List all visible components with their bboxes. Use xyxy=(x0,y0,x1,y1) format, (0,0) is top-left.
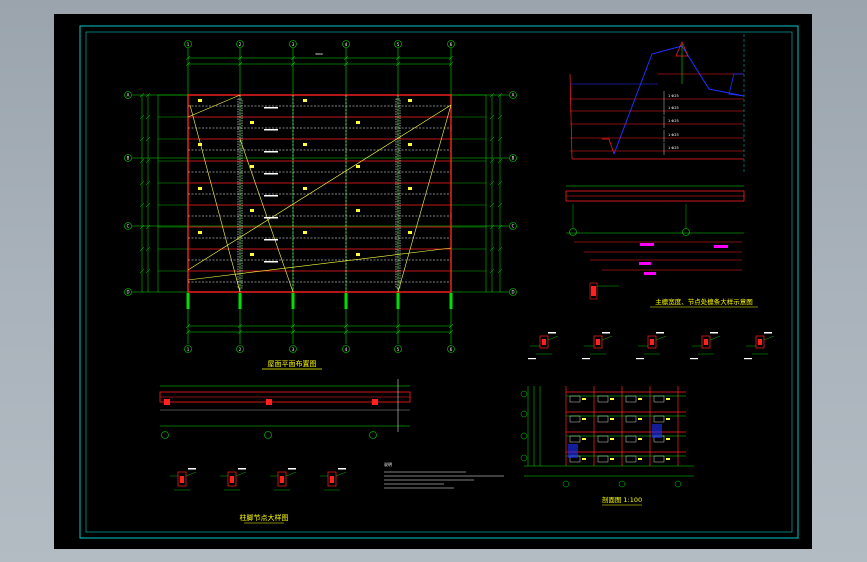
axis-bubble-row-left xyxy=(124,288,132,296)
axis-bubble-col-bottom xyxy=(342,345,350,353)
axis-label-row: C xyxy=(512,224,515,229)
axis-label-row: B xyxy=(127,156,130,161)
level-label: 1 Φ25 xyxy=(668,133,679,137)
axis-label-row: B xyxy=(512,156,515,161)
detail-title: 主檩宽度、节点处檩条大样示意图 xyxy=(655,297,753,306)
section-title: 剖面图 1:100 xyxy=(602,495,642,504)
bracing-line xyxy=(189,104,241,293)
axis-label-col: 2 xyxy=(239,42,242,47)
axis-label-col: 3 xyxy=(292,347,295,352)
axis-label-col: 5 xyxy=(397,42,400,47)
axis-bubble-row-right xyxy=(509,288,517,296)
axis-label-col: 4 xyxy=(345,347,348,352)
axis-label-col: 6 xyxy=(450,42,453,47)
axis-bubble-row-left xyxy=(124,222,132,230)
level-label: 1 Φ25 xyxy=(668,106,679,110)
notes-block: 说明 xyxy=(384,461,504,489)
axis-bubble-row-left xyxy=(124,154,132,162)
axis-bubble-col-top xyxy=(342,40,350,48)
axis-bubble-row-right xyxy=(509,222,517,230)
axis-bubble-col-bottom xyxy=(289,345,297,353)
level-label: 1 Φ25 xyxy=(668,119,679,123)
axis-bubble-row-left xyxy=(124,91,132,99)
axis-bubble-row-right xyxy=(509,91,517,99)
axis-bubble-col-bottom xyxy=(236,345,244,353)
bracing-line xyxy=(239,138,294,293)
inner-frame xyxy=(85,31,793,533)
bracing-line xyxy=(187,247,452,281)
outer-frame xyxy=(79,25,799,539)
axis-label-row: D xyxy=(511,290,514,295)
axis-bubble-col-bottom xyxy=(184,345,192,353)
axis-label-row: D xyxy=(126,290,129,295)
axis-bubble-col-top xyxy=(447,40,455,48)
axis-bubble-col-top xyxy=(184,40,192,48)
axis-label-row: A xyxy=(127,93,130,98)
bracing-line xyxy=(187,104,452,271)
level-label: 1 Φ25 xyxy=(668,94,679,98)
axis-label-col: 4 xyxy=(345,42,348,47)
column-section-details xyxy=(170,468,347,491)
axis-label-col: 5 xyxy=(397,347,400,352)
plan-title: 屋面平面布置图 xyxy=(268,359,317,368)
axis-bubble-col-top xyxy=(394,40,402,48)
node-details-row xyxy=(528,332,775,360)
roof-boundary xyxy=(187,94,452,293)
elevation-title: 柱脚节点大样图 xyxy=(240,513,289,522)
level-label: 1 Φ25 xyxy=(668,146,679,150)
axis-bubble-row-right xyxy=(509,154,517,162)
axis-label-col: 3 xyxy=(292,42,295,47)
plan-span-label: 3600 xyxy=(315,52,323,56)
foundation-beam-elevation xyxy=(159,379,411,439)
axis-bubble-col-bottom xyxy=(394,345,402,353)
eave-detail: 1 Φ25 1 Φ25 1 Φ25 1 Φ25 1 Φ25 xyxy=(565,34,745,300)
axis-bubble-col-top xyxy=(289,40,297,48)
axis-bubble-col-top xyxy=(236,40,244,48)
axis-bubble-col-bottom xyxy=(447,345,455,353)
bracing-line xyxy=(187,94,241,118)
axis-label-col: 1 xyxy=(187,42,190,47)
section-drawing xyxy=(520,386,694,488)
axis-label-row: C xyxy=(127,224,130,229)
bracing-line xyxy=(397,104,452,293)
axis-label-row: A xyxy=(512,93,515,98)
svg-text:说明: 说明 xyxy=(384,461,392,467)
axis-label-col: 6 xyxy=(450,347,453,352)
axis-label-col: 1 xyxy=(187,347,190,352)
axis-label-col: 2 xyxy=(239,347,242,352)
